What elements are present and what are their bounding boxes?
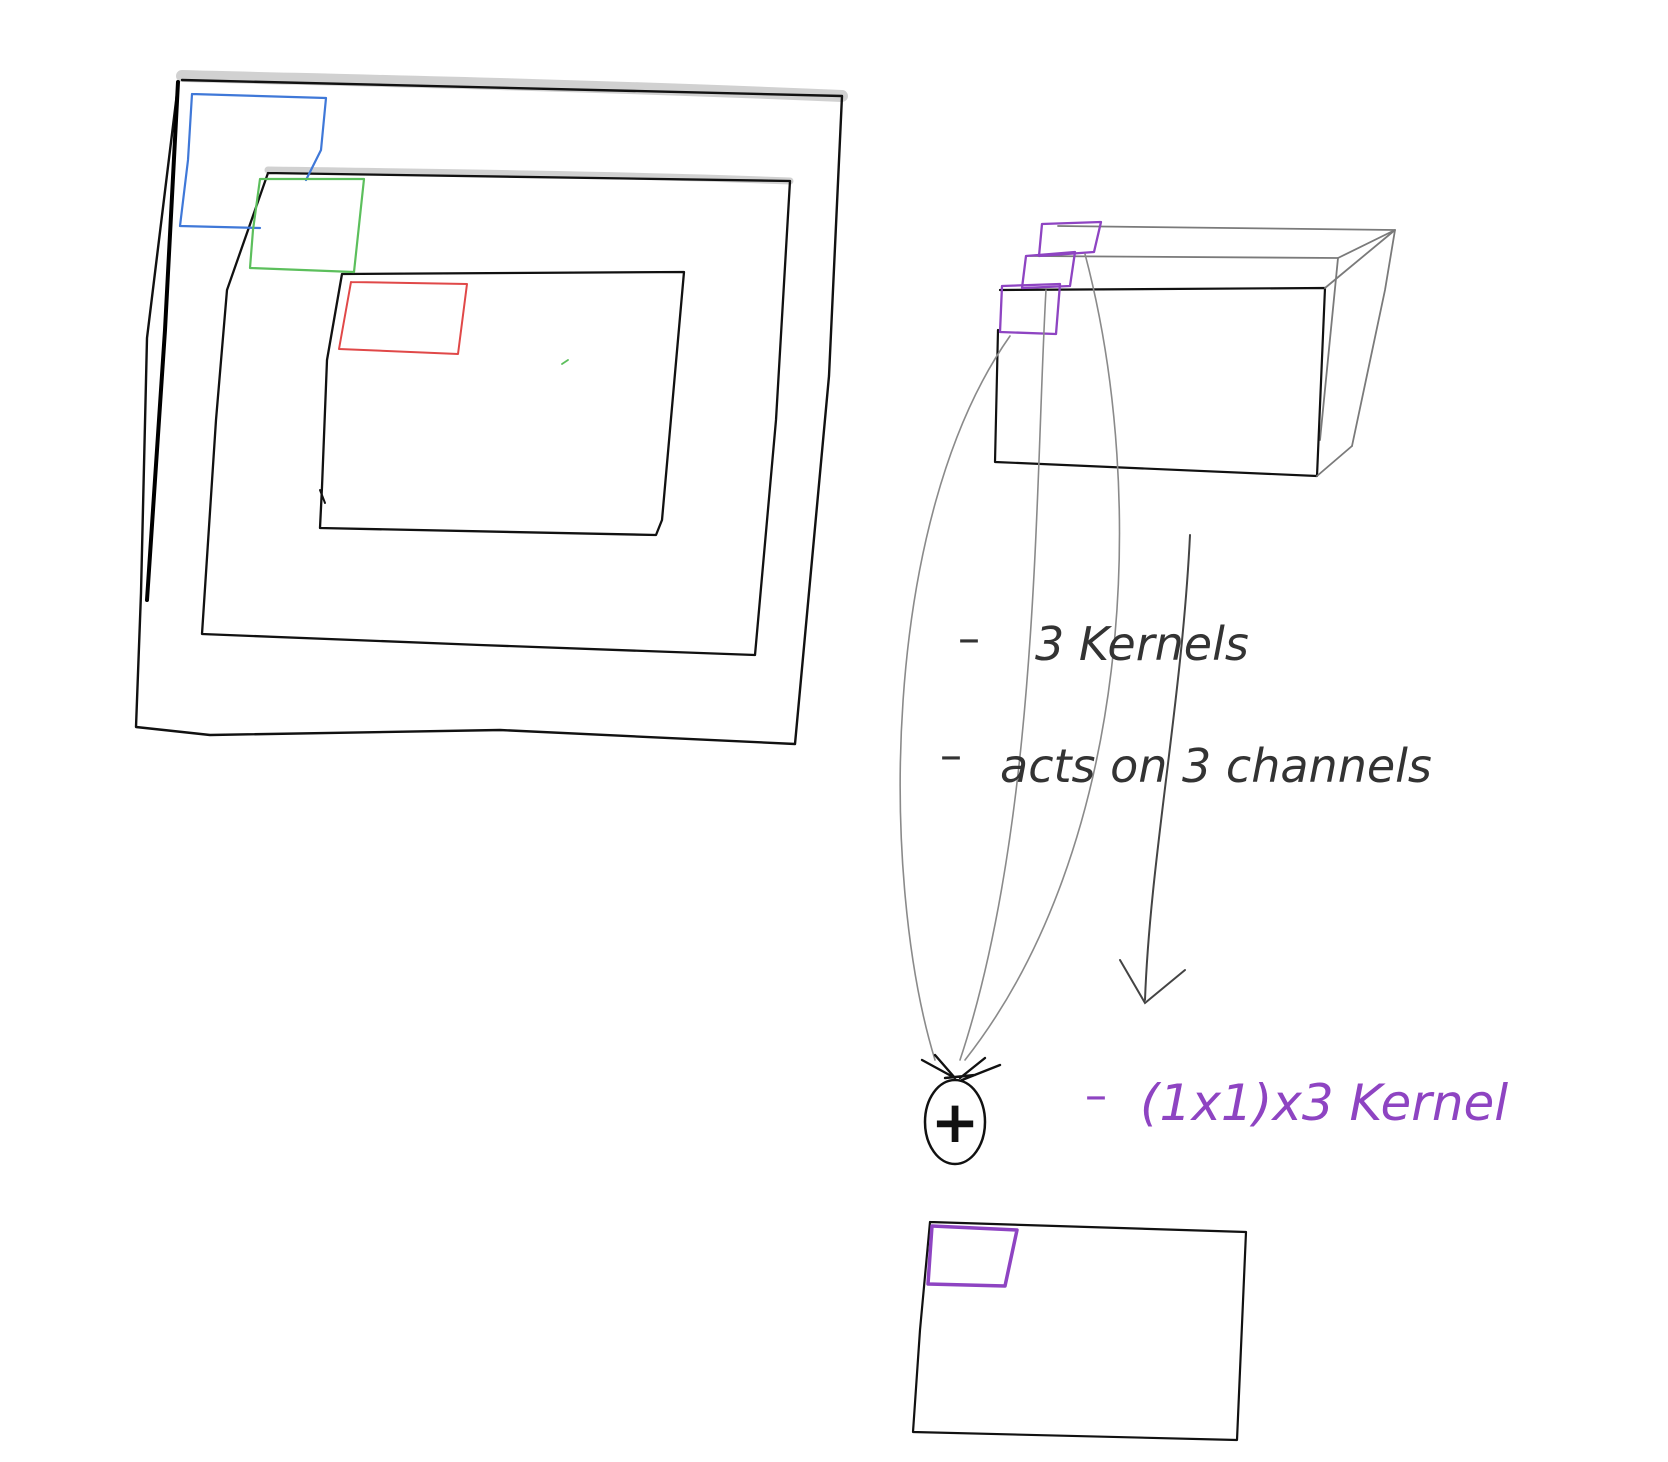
kernel-flow-curves — [899, 253, 1121, 1061]
note-kernel-shape-dash: – — [1085, 1070, 1107, 1121]
outer-frame-left-edge — [145, 80, 180, 602]
purple-kernel-channel-1 — [1037, 220, 1103, 258]
purple-kernel-channel-2 — [1020, 250, 1077, 290]
middle-frame-shading — [264, 166, 794, 185]
sum-node-converging-strokes — [920, 1053, 1002, 1082]
volume-middle-face — [1029, 255, 1339, 441]
outer-frame — [134, 78, 844, 746]
inner-frame-nick — [319, 489, 326, 504]
note-channels: acts on 3 channels — [1000, 739, 1432, 793]
outer-frame-shading — [176, 70, 848, 102]
input-volume — [993, 220, 1396, 478]
note-kernel-shape: (1x1)x3 Kernel — [1140, 1074, 1508, 1132]
inner-frame — [318, 270, 686, 537]
down-arrow — [1119, 534, 1191, 1005]
note-channels-dash: – — [940, 730, 962, 781]
note-kernels: 3 Kernels — [1035, 617, 1249, 671]
green-kernel-window — [248, 177, 366, 274]
annotations: – 3 Kernels – acts on 3 channels – (1x1)… — [940, 613, 1508, 1132]
green-stray-mark — [561, 359, 569, 365]
note-kernels-dash: – — [958, 613, 980, 664]
red-kernel-window — [338, 281, 468, 355]
blue-kernel-window — [178, 92, 328, 230]
sum-symbol: + — [931, 1088, 980, 1156]
volume-depth-edges — [1316, 229, 1396, 477]
purple-kernel-channel-3 — [998, 282, 1062, 336]
down-arrow-head — [1119, 959, 1186, 1005]
sum-node: + — [920, 1053, 1002, 1166]
sum-node-circle — [923, 1078, 987, 1166]
flow-curve-1 — [899, 335, 1011, 1061]
flow-curve-3 — [964, 253, 1121, 1061]
volume-back-face — [1057, 225, 1396, 447]
output-map — [911, 1220, 1248, 1442]
output-frame — [911, 1220, 1248, 1442]
output-kernel-cell — [926, 1224, 1019, 1288]
flow-curve-2 — [959, 289, 1047, 1061]
nested-feature-maps — [134, 70, 848, 746]
middle-frame — [200, 171, 792, 657]
down-arrow-shaft — [1144, 534, 1191, 1001]
